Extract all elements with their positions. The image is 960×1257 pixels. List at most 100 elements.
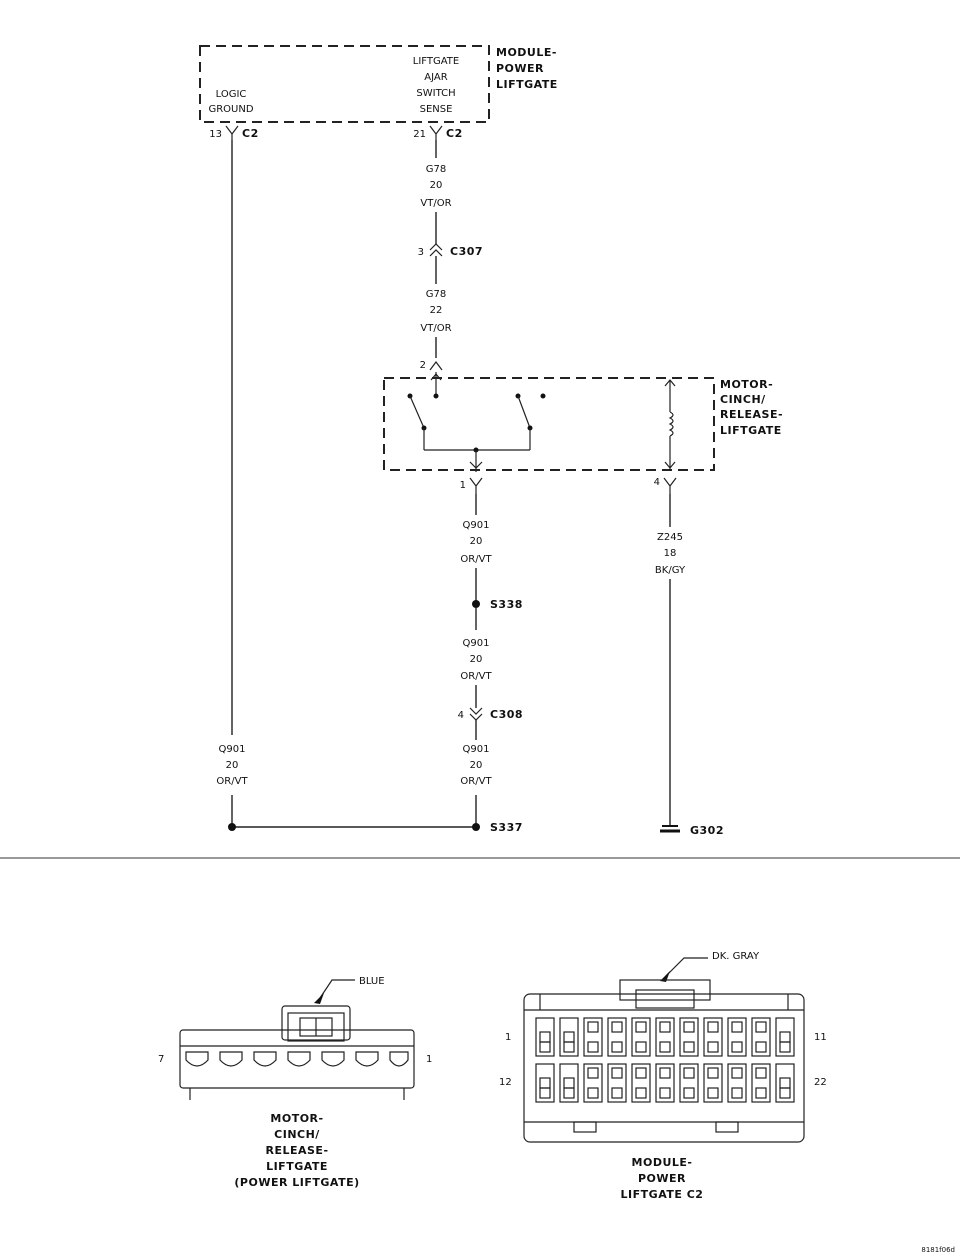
c2-pin-11-label: 11 <box>814 1032 827 1043</box>
module-power-liftgate-block: MODULE- POWER LIFTGATE LOGIC GROUND LIFT… <box>199 45 558 123</box>
c2-cavity-terminal-lower <box>539 1087 551 1099</box>
c2-cavity-terminal <box>755 1021 767 1033</box>
c2-cavity <box>535 1063 555 1103</box>
q901-wire-label-b: Q901 20 OR/VT <box>460 638 492 682</box>
dk-gray-color-label: DK. GRAY <box>712 951 760 962</box>
q901-left-wire-label: Q901 20 OR/VT <box>216 744 248 787</box>
q901-wire-label-c: Q901 20 OR/VT <box>460 744 492 787</box>
module-title-line-3: LIFTGATE <box>496 78 558 91</box>
c2-left-label: C2 <box>242 127 259 140</box>
module-c2-connector-view: DK. GRAY 1 11 12 22 MODULE- POWER LIFTGA… <box>499 951 827 1201</box>
c2-cavity-terminal <box>779 1031 791 1043</box>
c2-cavity-terminal-lower <box>563 1087 575 1099</box>
c2-cavity-terminal <box>587 1021 599 1033</box>
c2-cavity-terminal-lower <box>611 1087 623 1099</box>
logic-ground-label-2: GROUND <box>208 104 253 115</box>
svg-text:OR/VT: OR/VT <box>216 776 248 787</box>
c2-cavity-terminal <box>731 1067 743 1079</box>
g302-ground: G302 <box>660 824 724 837</box>
c2-cavity <box>583 1017 603 1057</box>
logic-ground-label-1: LOGIC <box>216 89 247 100</box>
motor-connector-caption: MOTOR- CINCH/ RELEASE- LIFTGATE (POWER L… <box>234 1112 359 1189</box>
c2-cavity-terminal-lower <box>779 1087 791 1099</box>
c2-cavity-terminal <box>731 1021 743 1033</box>
c2-cavity-terminal-lower <box>707 1087 719 1099</box>
motor-title-line-3: RELEASE- <box>720 408 783 421</box>
svg-text:MODULE-: MODULE- <box>632 1156 693 1169</box>
g78-wire-label-b: G78 22 VT/OR <box>420 289 451 334</box>
pin-13-label: 13 <box>209 129 222 140</box>
pin-2-connector: 2 <box>420 360 443 371</box>
pin-2-label: 2 <box>420 360 426 371</box>
motor-title-line-2: CINCH/ <box>720 393 766 406</box>
c2-cavity-terminal-lower <box>755 1041 767 1053</box>
svg-text:20: 20 <box>470 760 483 771</box>
c2-cavity <box>655 1017 675 1057</box>
c2-cavity-terminal-lower <box>683 1087 695 1099</box>
pin-4-motor-label: 4 <box>654 477 660 488</box>
c2-cavity-terminal <box>659 1021 671 1033</box>
svg-text:G78: G78 <box>426 289 446 300</box>
blue-color-label: BLUE <box>359 976 385 987</box>
c2-cavity <box>655 1063 675 1103</box>
c2-cavity-terminal <box>659 1067 671 1079</box>
c308-connector: 4 C308 <box>458 707 523 721</box>
svg-text:POWER: POWER <box>638 1172 686 1185</box>
svg-text:OR/VT: OR/VT <box>460 776 492 787</box>
c2-cavity <box>607 1063 627 1103</box>
svg-text:Z245: Z245 <box>657 532 683 543</box>
c308-pin-label: 4 <box>458 710 464 721</box>
c2-cavity <box>679 1017 699 1057</box>
c2-cavity-terminal-lower <box>731 1087 743 1099</box>
c2-cavity-terminal <box>587 1067 599 1079</box>
svg-text:VT/OR: VT/OR <box>420 323 451 334</box>
svg-text:LIFTGATE: LIFTGATE <box>266 1160 328 1173</box>
motor-pin-7-label: 7 <box>158 1054 164 1065</box>
svg-text:VT/OR: VT/OR <box>420 198 451 209</box>
c2-cavity-terminal <box>611 1067 623 1079</box>
c2-cavity <box>559 1063 579 1103</box>
svg-text:Q901: Q901 <box>463 744 490 755</box>
c2-cavity-terminal <box>635 1021 647 1033</box>
s338-label: S338 <box>490 598 523 611</box>
c2-pin-22-label: 22 <box>814 1077 827 1088</box>
c2-cavity-terminal <box>539 1077 551 1089</box>
c2-cavity-terminal-lower <box>659 1041 671 1053</box>
c2-cavity <box>583 1063 603 1103</box>
c2-cavity <box>751 1017 771 1057</box>
ajar-sense-label-3: SWITCH <box>416 88 455 99</box>
c307-label: C307 <box>450 245 483 258</box>
pin-21-label: 21 <box>413 129 426 140</box>
c2-cavity-terminal <box>707 1021 719 1033</box>
q901-wire-label-a: Q901 20 OR/VT <box>460 520 492 565</box>
c2-cavity <box>631 1063 651 1103</box>
svg-text:20: 20 <box>430 180 443 191</box>
motor-title-line-1: MOTOR- <box>720 378 773 391</box>
c2-cavity <box>727 1063 747 1103</box>
c2-cavity <box>727 1017 747 1057</box>
g78-wire-label-a: G78 20 VT/OR <box>420 164 451 209</box>
c2-cavity-terminal <box>563 1031 575 1043</box>
svg-text:Q901: Q901 <box>463 638 490 649</box>
ajar-sense-label-4: SENSE <box>420 104 453 115</box>
svg-text:18: 18 <box>664 548 677 559</box>
c2-cavity <box>679 1063 699 1103</box>
pin-1-connector: 1 <box>460 477 483 494</box>
module-title-line-2: POWER <box>496 62 544 75</box>
c2-cavity-terminal-lower <box>587 1041 599 1053</box>
svg-text:OR/VT: OR/VT <box>460 671 492 682</box>
c2-cavity-terminal <box>755 1067 767 1079</box>
c2-cavity-terminal-lower <box>779 1041 791 1053</box>
c2-cavity <box>775 1063 795 1103</box>
svg-text:22: 22 <box>430 305 443 316</box>
motor-pin-1-label: 1 <box>426 1054 432 1065</box>
motor-title-line-4: LIFTGATE <box>720 424 782 437</box>
c2-cavity <box>631 1017 651 1057</box>
c2-pin-1-label: 1 <box>505 1032 511 1043</box>
c2-cavity-terminal <box>635 1067 647 1079</box>
svg-text:Q901: Q901 <box>463 520 490 531</box>
pin-1-label: 1 <box>460 480 466 491</box>
c2-cavity <box>703 1063 723 1103</box>
pin-21-connector: 21 C2 <box>413 125 462 140</box>
c2-cavity-terminal <box>683 1021 695 1033</box>
